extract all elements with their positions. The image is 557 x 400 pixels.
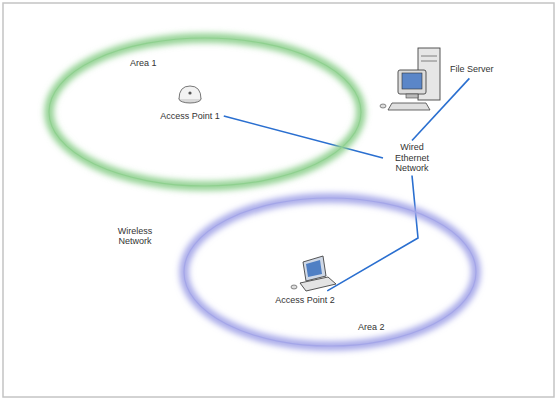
server-label: File Server [448,62,496,76]
network-label: Wired Ethernet Network [385,142,439,173]
node-text: Access Point 1 [158,109,222,123]
area-title: Area 2 [358,322,385,332]
node-text: File Server [448,62,496,76]
ethernet-cable [327,176,418,291]
server-computer-icon [380,48,440,110]
node-text: Access Point 2 [273,293,337,307]
coverage-area: Area 1 Access Point 1 [45,34,365,190]
router-icon [179,86,201,103]
frame-border [3,3,554,397]
ethernet-cable [412,78,469,140]
access-point-label: Access Point 2 [273,293,337,307]
access-point-label: Access Point 1 [158,109,222,123]
area-outline [180,194,480,350]
laptop-icon [291,256,336,291]
coverage-area: Area 2 Access Point 2 [180,194,480,350]
network-caption: Wireless Network [108,226,162,247]
area-title: Area 1 [130,58,157,68]
node-text: Wired Ethernet Network [385,142,439,173]
